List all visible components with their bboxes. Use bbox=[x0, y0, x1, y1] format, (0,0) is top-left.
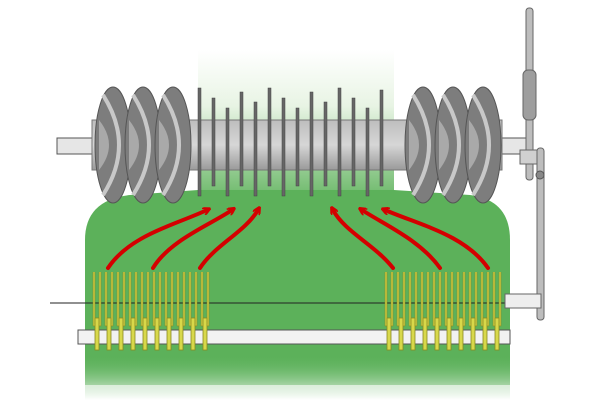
auger-flight-icon bbox=[434, 86, 472, 204]
pickup-tines-left bbox=[92, 272, 210, 351]
pickup-tine-icon bbox=[456, 272, 466, 351]
cutting-knife bbox=[211, 97, 216, 187]
pickup-tine-icon bbox=[408, 272, 418, 351]
pickup-tine-icon bbox=[492, 272, 502, 351]
flow-arrow-icon bbox=[198, 210, 258, 270]
pickup-tine-icon bbox=[104, 272, 114, 351]
auger-flight-icon bbox=[464, 86, 502, 204]
auger-flights-left bbox=[94, 86, 192, 204]
pickup-tine-icon bbox=[444, 272, 454, 351]
cutting-knife bbox=[379, 89, 384, 187]
pickup-tine-icon bbox=[140, 272, 150, 351]
lever-foot bbox=[504, 293, 542, 309]
pickup-tine-icon bbox=[92, 272, 102, 351]
lever-pivot bbox=[535, 170, 545, 180]
auger-flight-icon bbox=[404, 86, 442, 204]
adjustment-lever-icon bbox=[504, 7, 545, 321]
pickup-tine-icon bbox=[152, 272, 162, 351]
flow-arrow-icon bbox=[151, 210, 232, 270]
pickup-tine-icon bbox=[176, 272, 186, 351]
cutting-knife bbox=[323, 101, 328, 187]
cutting-knife bbox=[253, 101, 258, 197]
auger-flights-right bbox=[404, 86, 502, 204]
cutting-knife bbox=[309, 91, 314, 197]
pickup-tine-icon bbox=[188, 272, 198, 351]
pickup-tine-icon bbox=[432, 272, 442, 351]
pickup-tines-right bbox=[384, 272, 502, 351]
flow-arrow-icon bbox=[333, 210, 395, 270]
cutting-knife bbox=[239, 91, 244, 187]
crop-field-bottom-fade bbox=[85, 355, 510, 400]
cutting-knife bbox=[281, 97, 286, 197]
flow-arrow-icon bbox=[106, 210, 207, 270]
pickup-tine-icon bbox=[468, 272, 478, 351]
lever-grip bbox=[522, 69, 537, 121]
pickup-tine-icon bbox=[200, 272, 210, 351]
cutting-knife bbox=[225, 107, 230, 197]
cutting-knife bbox=[267, 87, 272, 187]
cutting-knife bbox=[197, 87, 202, 197]
cutting-knife bbox=[351, 97, 356, 187]
flow-arrow-icon bbox=[362, 210, 442, 270]
pickup-tine-icon bbox=[116, 272, 126, 351]
pickup-tine-icon bbox=[480, 272, 490, 351]
cutting-knife bbox=[295, 107, 300, 187]
pickup-tine-icon bbox=[396, 272, 406, 351]
auger-flight-icon bbox=[124, 86, 162, 204]
auger-flight-icon bbox=[94, 86, 132, 204]
cutting-knife bbox=[337, 87, 342, 197]
auger-flight-icon bbox=[154, 86, 192, 204]
pickup-tine-icon bbox=[128, 272, 138, 351]
shaft-axle-left bbox=[56, 137, 98, 155]
pickup-tine-icon bbox=[164, 272, 174, 351]
flow-arrow-icon bbox=[385, 210, 490, 270]
pickup-tine-icon bbox=[420, 272, 430, 351]
cutting-knife bbox=[365, 107, 370, 197]
cutting-knives bbox=[197, 87, 384, 197]
pickup-tine-icon bbox=[384, 272, 394, 351]
flow-arrows bbox=[106, 210, 490, 270]
lever-rod-lower bbox=[536, 147, 545, 321]
